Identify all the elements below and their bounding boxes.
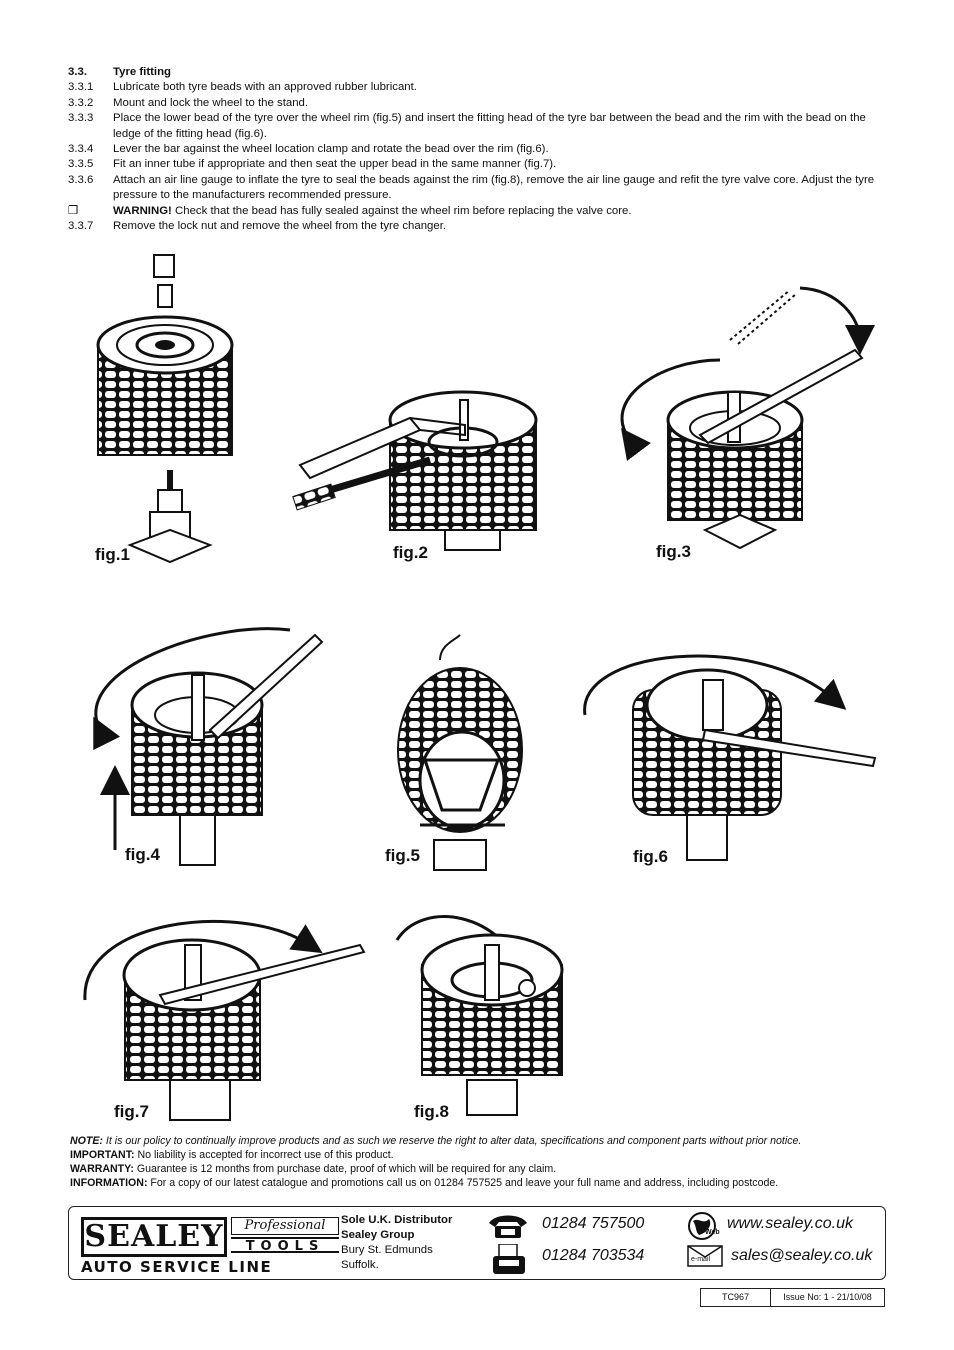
warning-text: Check that the bead has fully sealed aga… [171,204,632,217]
figure-4: fig.4 [70,620,340,880]
step-3-3-5: 3.3.5 Fit an inner tube if appropriate a… [68,158,557,171]
figure-6: fig.6 [575,640,885,880]
fig6-fitting-head-illustration [583,654,877,861]
telephone-icon [487,1213,529,1239]
email-envelope-icon: e-mail [687,1245,723,1267]
model-number: TC967 [701,1289,771,1306]
fig3-label: fig.3 [656,542,691,561]
fig2-label: fig.2 [393,543,428,562]
web-icon-label: Web [705,1229,720,1236]
logo-sealey-text: SEALEY [81,1217,227,1257]
important-line: IMPORTANT: No liability is accepted for … [70,1149,394,1161]
fig1-label: fig.1 [95,545,130,564]
warning-bullet-icon: ❐ [68,204,79,217]
fig1-exploded-wheel-illustration [96,254,234,564]
fig4-bar-rotation-illustration [93,627,324,866]
warranty-line: WARRANTY: Guarantee is 12 months from pu… [70,1163,557,1175]
step-3-3-7: 3.3.7 Remove the lock nut and remove the… [68,220,447,233]
step-3-3-4: 3.3.4 Lever the bar against the wheel lo… [68,143,549,156]
web-globe-icon: Web [687,1211,723,1241]
tyre-fitting-instructions: 3.3. Tyre fitting 3.3.1 Lubricate both t… [68,65,888,234]
email-icon-label: e-mail [691,1256,711,1263]
fig7-label: fig.7 [114,1102,149,1121]
step-3-3-1: 3.3.1 Lubricate both tyre beads with an … [68,81,417,94]
sealey-logo: SEALEY Professional TOOLS AUTO SERVICE L… [81,1215,341,1275]
fig8-inflation-illustration [395,915,564,1116]
logo-tools-text: TOOLS [231,1237,339,1254]
fig7-upper-bead-illustration [83,919,366,1121]
issue-number: Issue No: 1 - 21/10/08 [783,1292,872,1302]
fax-icon [491,1243,527,1276]
fig3-bead-removal-illustration [620,286,875,550]
figure-7: fig.7 [80,900,380,1130]
note-line: NOTE: It is our policy to continually im… [70,1135,802,1147]
fig4-label: fig.4 [125,845,160,864]
distributor-info: Sole U.K. Distributor Sealey Group Bury … [341,1214,453,1271]
figure-5: fig.5 [380,630,540,880]
logo-professional-text: Professional [231,1217,339,1235]
figure-8: fig.8 [392,900,572,1130]
section-heading: 3.3. Tyre fitting [68,66,172,78]
step-3-3-6: 3.3.6 Attach an air line gauge to inflat… [68,173,875,202]
step-3-3-3: 3.3.3 Place the lower bead of the tyre o… [68,112,866,140]
fig5-label: fig.5 [385,846,420,865]
logo-auto-service-line: AUTO SERVICE LINE [81,1258,273,1276]
fig8-label: fig.8 [414,1102,449,1121]
step-3-3-2: 3.3.2 Mount and lock the wheel to the st… [68,96,309,109]
figure-3: fig.3 [600,280,890,570]
figure-1: fig.1 [90,250,250,570]
warning-row: ❐ WARNING! Check that the bead has fully… [68,204,888,219]
legal-notes: NOTE: It is our policy to continually im… [70,1134,890,1190]
information-line: INFORMATION: For a copy of our latest ca… [70,1177,779,1189]
fig2-tyre-bar-clamp-illustration [292,390,538,551]
email-link[interactable]: sales@sealey.co.uk [731,1247,873,1264]
website-link[interactable]: www.sealey.co.uk [727,1215,853,1232]
fig6-label: fig.6 [633,847,668,866]
footer-contact-box: SEALEY Professional TOOLS AUTO SERVICE L… [68,1206,886,1280]
issue-info-box: TC967 Issue No: 1 - 21/10/08 [700,1288,885,1307]
figure-2: fig.2 [290,390,550,570]
fig5-lower-bead-illustration [397,634,523,871]
fax-number: 01284 703534 [542,1247,645,1264]
phone-number: 01284 757500 [542,1215,645,1232]
warning-label: WARNING! [113,204,172,217]
